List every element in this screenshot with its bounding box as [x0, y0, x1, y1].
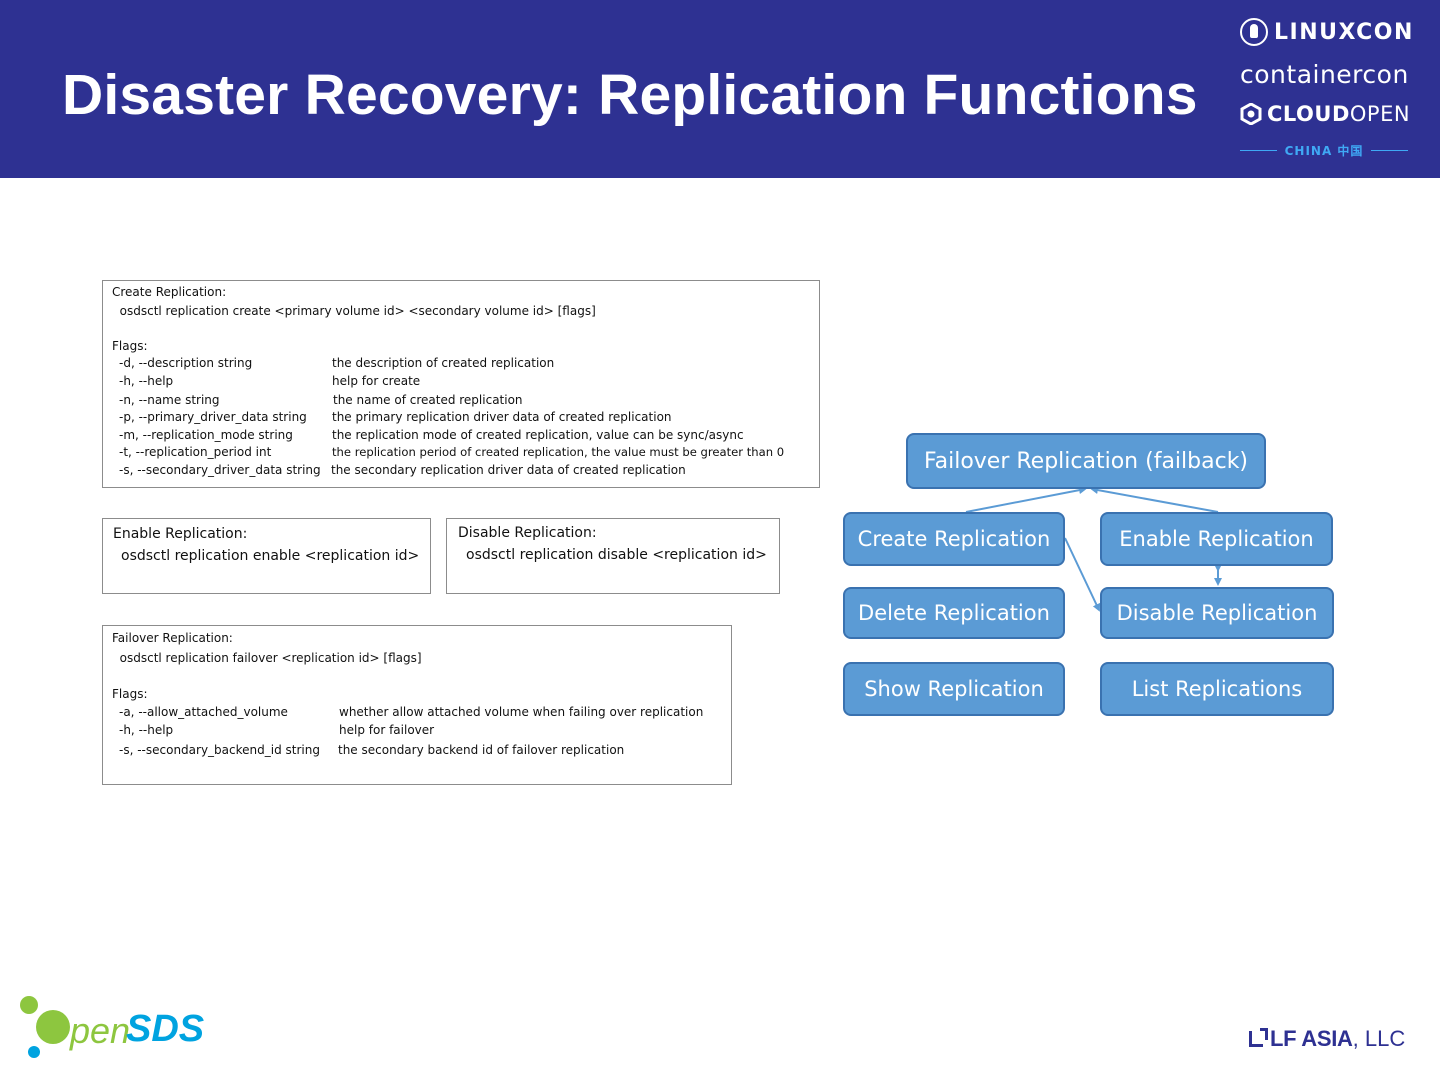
flag-desc: the replication mode of created replicat… [332, 428, 744, 442]
node-delete-replication: Delete Replication [843, 587, 1065, 639]
opensds-sds-text: SDS [126, 1008, 205, 1050]
flag-name: -n, --name string [119, 393, 220, 407]
divider [1240, 149, 1277, 151]
node-list-replications: List Replications [1100, 662, 1334, 716]
node-enable-replication: Enable Replication [1100, 512, 1333, 566]
create-flags-label: Flags: [112, 339, 148, 353]
header-banner: Disaster Recovery: Replication Functions… [0, 0, 1440, 178]
connector-create-to-failover [965, 486, 1087, 513]
flag-desc: the description of created replication [332, 356, 555, 370]
flag-name: -h, --help [119, 374, 174, 388]
page-title: Disaster Recovery: Replication Functions [62, 63, 1198, 127]
failover-flags-label: Flags: [112, 687, 148, 701]
enable-command: osdsctl replication enable <replication … [121, 548, 420, 564]
flag-desc: the replication period of created replic… [332, 445, 785, 459]
flag-name: -m, --replication_mode string [119, 428, 293, 442]
flag-desc: help for create [332, 374, 421, 388]
flag-name: -p, --primary_driver_data string [119, 410, 307, 424]
flag-desc: help for failover [339, 723, 435, 737]
containercon-logo: containercon [1240, 60, 1409, 89]
flag-desc: whether allow attached volume when faili… [339, 705, 704, 719]
opensds-logo: pen SDS [18, 996, 218, 1062]
flag-desc: the secondary replication driver data of… [331, 463, 686, 477]
create-replication-box: Create Replication: osdsctl replication … [102, 280, 820, 488]
logo-dot [36, 1010, 70, 1044]
lf-asia-logo: LF ASIA, LLC [1249, 1026, 1405, 1052]
flag-name: -d, --description string [119, 356, 253, 370]
linuxcon-logo: LINUXCON [1240, 18, 1414, 46]
hexagon-icon [1240, 103, 1262, 125]
flag-name: -h, --help [119, 723, 174, 737]
node-show-replication: Show Replication [843, 662, 1065, 716]
connector-enable-to-failover [1090, 486, 1219, 513]
logo-dot [20, 996, 38, 1014]
flag-name: -a, --allow_attached_volume [119, 705, 288, 719]
enable-title: Enable Replication: [113, 526, 248, 542]
region-tag: CHINA 中国 [1240, 142, 1409, 158]
create-command: osdsctl replication create <primary volu… [112, 304, 596, 318]
cloudopen-light-text: OPEN [1349, 102, 1411, 126]
enable-replication-box: Enable Replication: osdsctl replication … [102, 518, 431, 594]
create-title: Create Replication: [112, 285, 227, 299]
region-text: CHINA 中国 [1284, 143, 1364, 158]
disable-command: osdsctl replication disable <replication… [466, 547, 767, 563]
linuxcon-text: LINUXCON [1274, 19, 1414, 45]
connector-create-to-disable [1064, 537, 1101, 612]
flag-name: -s, --secondary_driver_data string [119, 463, 321, 477]
cloudopen-bold-text: CLOUD [1267, 102, 1350, 126]
disable-replication-box: Disable Replication: osdsctl replication… [446, 518, 780, 594]
lf-asia-text: LF ASIA [1270, 1026, 1353, 1051]
disable-title: Disable Replication: [458, 525, 597, 541]
lf-mark-icon [1249, 1028, 1268, 1047]
flag-desc: the secondary backend id of failover rep… [338, 743, 625, 757]
lf-llc-text: , LLC [1352, 1026, 1406, 1051]
node-create-replication: Create Replication [843, 512, 1065, 566]
logo-dot [28, 1046, 40, 1058]
node-disable-replication: Disable Replication [1100, 587, 1334, 639]
node-failover-replication: Failover Replication (failback) [906, 433, 1266, 489]
failover-title: Failover Replication: [112, 631, 233, 645]
flag-desc: the name of created replication [333, 393, 523, 407]
failover-command: osdsctl replication failover <replicatio… [112, 651, 422, 665]
opensds-pen-text: pen [70, 1010, 131, 1051]
penguin-icon [1240, 18, 1268, 46]
flag-name: -s, --secondary_backend_id string [119, 743, 320, 757]
failover-replication-box: Failover Replication: osdsctl replicatio… [102, 625, 732, 785]
flag-name: -t, --replication_period int [119, 445, 272, 459]
flag-desc: the primary replication driver data of c… [332, 410, 672, 424]
divider [1371, 149, 1409, 151]
